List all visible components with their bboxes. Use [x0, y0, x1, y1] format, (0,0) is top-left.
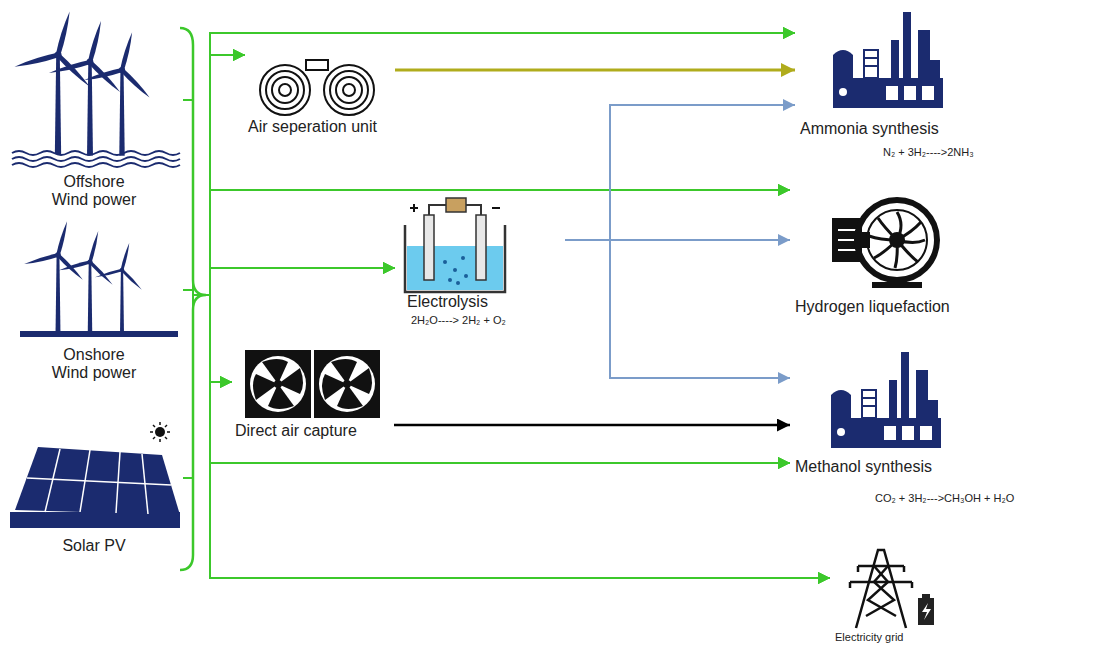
flow-arrow	[565, 105, 795, 240]
node-label: Hydrogen liquefaction	[795, 298, 950, 316]
flow-arrow	[183, 33, 795, 478]
onshore-wind-icon	[20, 221, 178, 337]
flow-arrow	[183, 290, 232, 382]
node-label: Electrolysis	[407, 293, 488, 311]
flow-arrow	[183, 33, 795, 295]
labelled-node: Offshore Wind power	[5, 5, 183, 215]
flow-arrow	[183, 100, 790, 295]
electrolysis-icon	[405, 198, 505, 292]
flow-arrow	[183, 290, 830, 578]
node-label: Onshore Wind power	[48, 346, 140, 383]
flow-arrow	[183, 190, 790, 478]
reaction-formula: N₂ + 3H₂---->2NH₃	[883, 146, 974, 159]
offshore-wind-icon	[12, 11, 180, 167]
labelled-node: Air seperation unit	[245, 52, 395, 144]
labelled-node: Hydrogen liquefaction	[790, 183, 995, 325]
labelled-node: Electrolysis 2H₂O----> 2H₂ + O₂	[395, 198, 565, 333]
labelled-node: Methanol synthesisCO₂ + 3H₂--->CH₃OH + H…	[790, 346, 1040, 516]
flow-arrow	[183, 100, 395, 295]
flow-arrow	[183, 295, 790, 478]
methanol-plant-icon	[831, 352, 941, 448]
flow-arrow	[395, 69, 795, 72]
air-separation-icon	[260, 60, 374, 115]
flow-arrow	[565, 240, 790, 378]
flow-arrow	[183, 268, 395, 478]
grid-tower-icon	[850, 550, 934, 628]
liquefaction-icon	[832, 200, 937, 288]
flow-arrow	[183, 268, 395, 295]
labelled-node: Onshore Wind power	[5, 222, 183, 397]
solar-pv-icon	[10, 422, 180, 528]
flow-arrow	[183, 100, 830, 578]
reaction-formula: 2H₂O----> 2H₂ + O₂	[411, 314, 506, 327]
flow-arrow	[183, 55, 245, 295]
direct-air-capture-icon	[245, 350, 380, 418]
node-label: Solar PV	[48, 537, 140, 555]
labelled-node: Ammonia synthesis N₂ + 3H₂---->2NH₃	[795, 8, 1040, 170]
node-label: Ammonia synthesis	[800, 120, 939, 138]
flow-arrow	[183, 295, 830, 578]
labelled-node: Electricity grid	[830, 543, 955, 651]
flow-arrow	[183, 290, 790, 463]
node-label: Methanol synthesis	[795, 458, 932, 476]
flow-arrow	[183, 295, 232, 478]
labelled-node: Solar PV	[5, 415, 183, 565]
node-label: Offshore Wind power	[48, 173, 140, 210]
ammonia-plant-icon	[833, 12, 943, 108]
reaction-formula: CO₂ + 3H₂--->CH₃OH + H₂O	[875, 492, 1014, 505]
node-label: Direct air capture	[235, 422, 357, 440]
node-label: Air seperation unit	[248, 118, 377, 136]
flow-arrow	[394, 424, 790, 427]
flow-arrow	[183, 33, 795, 295]
flow-arrow	[183, 100, 232, 382]
node-label: Electricity grid	[835, 631, 903, 644]
flow-arrow	[183, 100, 790, 463]
flow-arrow	[183, 190, 790, 295]
labelled-node: Direct air capture	[232, 348, 394, 448]
